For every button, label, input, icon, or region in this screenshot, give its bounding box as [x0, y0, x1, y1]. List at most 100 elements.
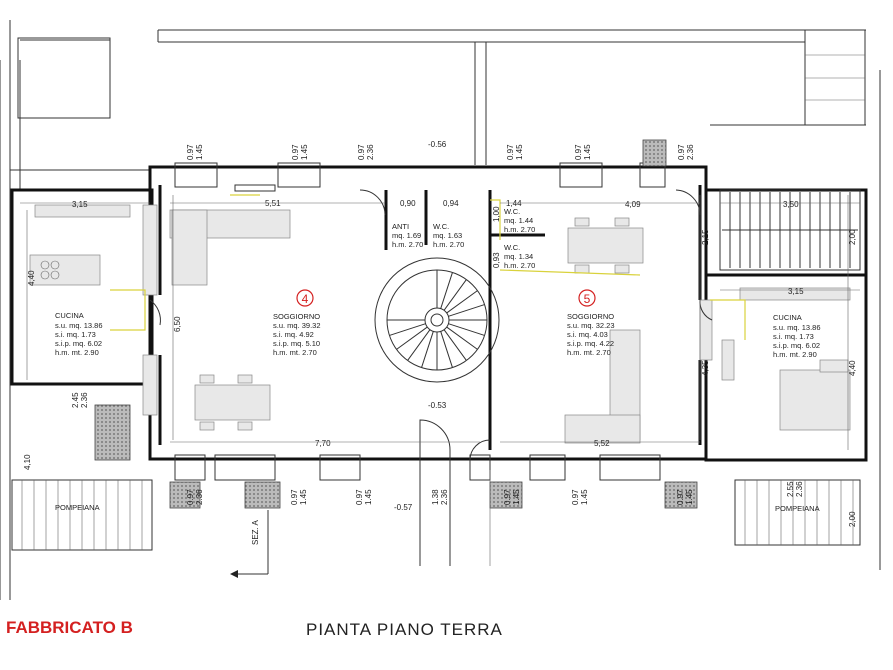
cucina-left-l1: s.u. mq. 13.86 [55, 321, 103, 330]
w6b: 2.36 [686, 144, 695, 160]
w5a: 0.97 [574, 144, 583, 160]
cucina-right-l4: h.m. mt. 2.90 [773, 350, 817, 359]
dim-144: 1,44 [506, 199, 522, 208]
w3a: 0.97 [357, 144, 366, 160]
soggiorno-left-l1: s.u. mq. 39.32 [273, 321, 321, 330]
w3b: 2.36 [366, 144, 375, 160]
cucina-left-l3: s.i.p. mq. 6.02 [55, 339, 102, 348]
w6a: 0.97 [677, 144, 686, 160]
wc-right1-name: W.C. [504, 207, 520, 216]
walls [10, 165, 868, 462]
section-marker [230, 510, 269, 578]
dim-435: 4,35 [701, 360, 710, 376]
soggiorno-right-name: SOGGIORNO [567, 312, 614, 321]
dim-090: 0,90 [400, 199, 416, 208]
b2b: 1.45 [299, 489, 308, 505]
w4a: 0.97 [506, 144, 515, 160]
soggiorno-right-l4: h.m. mt. 2.70 [567, 348, 611, 357]
w1b: 1.45 [195, 144, 204, 160]
soggiorno-left-l3: s.i.p. mq. 5.10 [273, 339, 320, 348]
soggiorno-right-l1: s.u. mq. 32.23 [567, 321, 615, 330]
soggiorno-left-name: SOGGIORNO [273, 312, 320, 321]
soggiorno-right-l3: s.i.p. mq. 4.22 [567, 339, 614, 348]
anti-l1: mq. 1.69 [392, 231, 421, 240]
b9a: 2.45 [71, 392, 80, 408]
dim-315-left: 3,15 [72, 200, 88, 209]
soggiorno-right-l2: s.i. mq. 4.03 [567, 330, 608, 339]
spiral-staircase [374, 257, 500, 383]
electrical-lines [110, 194, 746, 340]
dim-200-bot: 2,00 [848, 511, 857, 527]
dim-409: 4,09 [625, 200, 641, 209]
wc-left-l1: mq. 1.63 [433, 231, 462, 240]
wc-right2-name: W.C. [504, 243, 520, 252]
b8b: 2.36 [795, 481, 804, 497]
w2a: 0.97 [291, 144, 300, 160]
b5b: 1.45 [512, 489, 521, 505]
anti-l2: h.m. 2.70 [392, 240, 423, 249]
dim-100: 1,00 [492, 206, 501, 222]
wc-right2-l1: mq. 1.34 [504, 252, 533, 261]
b3b: 1.45 [364, 489, 373, 505]
pompeiana-right-name: POMPEIANA [775, 504, 820, 513]
elevation-entrance: -0.53 [428, 401, 447, 410]
elevation-bottom: -0.57 [394, 503, 413, 512]
w2b: 1.45 [300, 144, 309, 160]
dim-440-left: 4,40 [27, 270, 36, 286]
dim-093: 0,93 [492, 252, 501, 268]
pompeiana-left [11, 479, 153, 551]
w1a: 0.97 [186, 144, 195, 160]
anti-name: ANTI [392, 222, 409, 231]
b6a: 0.97 [571, 489, 580, 505]
cucina-right-l1: s.u. mq. 13.86 [773, 323, 821, 332]
room-labels: CUCINA s.u. mq. 13.86 s.i. mq. 1.73 s.i.… [55, 207, 821, 513]
dimensions-horizontal: 3,15 5,51 0,90 0,94 1,44 4,09 3,50 3,15 … [20, 199, 860, 448]
b5a: 0.97 [503, 489, 512, 505]
cucina-left-l2: s.i. mq. 1.73 [55, 330, 96, 339]
b8a: 2.55 [786, 481, 795, 497]
cucina-left-name: CUCINA [55, 311, 84, 320]
cucina-right-l3: s.i.p. mq. 6.02 [773, 341, 820, 350]
dim-440-right: 4,40 [848, 360, 857, 376]
w4b: 1.45 [515, 144, 524, 160]
dim-200-top: 2,00 [848, 229, 857, 245]
plan-title: PIANTA PIANO TERRA [306, 620, 503, 639]
wc-right1-l1: mq. 1.44 [504, 216, 533, 225]
b4b: 2.36 [440, 489, 449, 505]
soggiorno-left-l2: s.i. mq. 4.92 [273, 330, 314, 339]
b3a: 0.97 [355, 489, 364, 505]
dim-315-right: 3,15 [788, 287, 804, 296]
cucina-right-l2: s.i. mq. 1.73 [773, 332, 814, 341]
unit-markers: 4 5 [296, 289, 596, 307]
dim-650: 6,50 [173, 316, 182, 332]
dim-215: 2,15 [701, 229, 710, 245]
window-dimensions: 0.97 1.45 0.97 1.45 0.97 2.36 0.97 1.45 … [71, 144, 804, 505]
wc-left-name: W.C. [433, 222, 449, 231]
dim-410: 4,10 [23, 454, 32, 470]
cucina-right-name: CUCINA [773, 313, 802, 322]
furniture [29, 204, 851, 444]
pompeiana-left-name: POMPEIANA [55, 503, 100, 512]
b1a: 0.97 [186, 489, 195, 505]
pompeiana-right [734, 479, 861, 546]
wc-right1-l2: h.m. 2.70 [504, 225, 535, 234]
section-label: SEZ. A [251, 519, 260, 545]
context-lines [0, 20, 881, 600]
b6b: 1.45 [580, 489, 589, 505]
unit-number-left: 4 [302, 292, 309, 306]
staircase-right [719, 189, 861, 271]
elevation-top: -0.56 [428, 140, 447, 149]
b1b: 2.36 [195, 489, 204, 505]
dim-551: 5,51 [265, 199, 281, 208]
entrance-door [419, 419, 491, 566]
wc-left-l2: h.m. 2.70 [433, 240, 464, 249]
dimensions-vertical: 4,40 6,50 1,00 0,93 4,35 2,15 2,00 4,40 … [23, 195, 857, 527]
dim-770: 7,70 [315, 439, 331, 448]
soggiorno-left-l4: h.m. mt. 2.70 [273, 348, 317, 357]
windows-top [174, 139, 667, 192]
dim-350: 3,50 [783, 200, 799, 209]
windows-bottom [94, 404, 698, 509]
unit-number-right: 5 [584, 292, 591, 306]
b7a: 0.97 [676, 489, 685, 505]
